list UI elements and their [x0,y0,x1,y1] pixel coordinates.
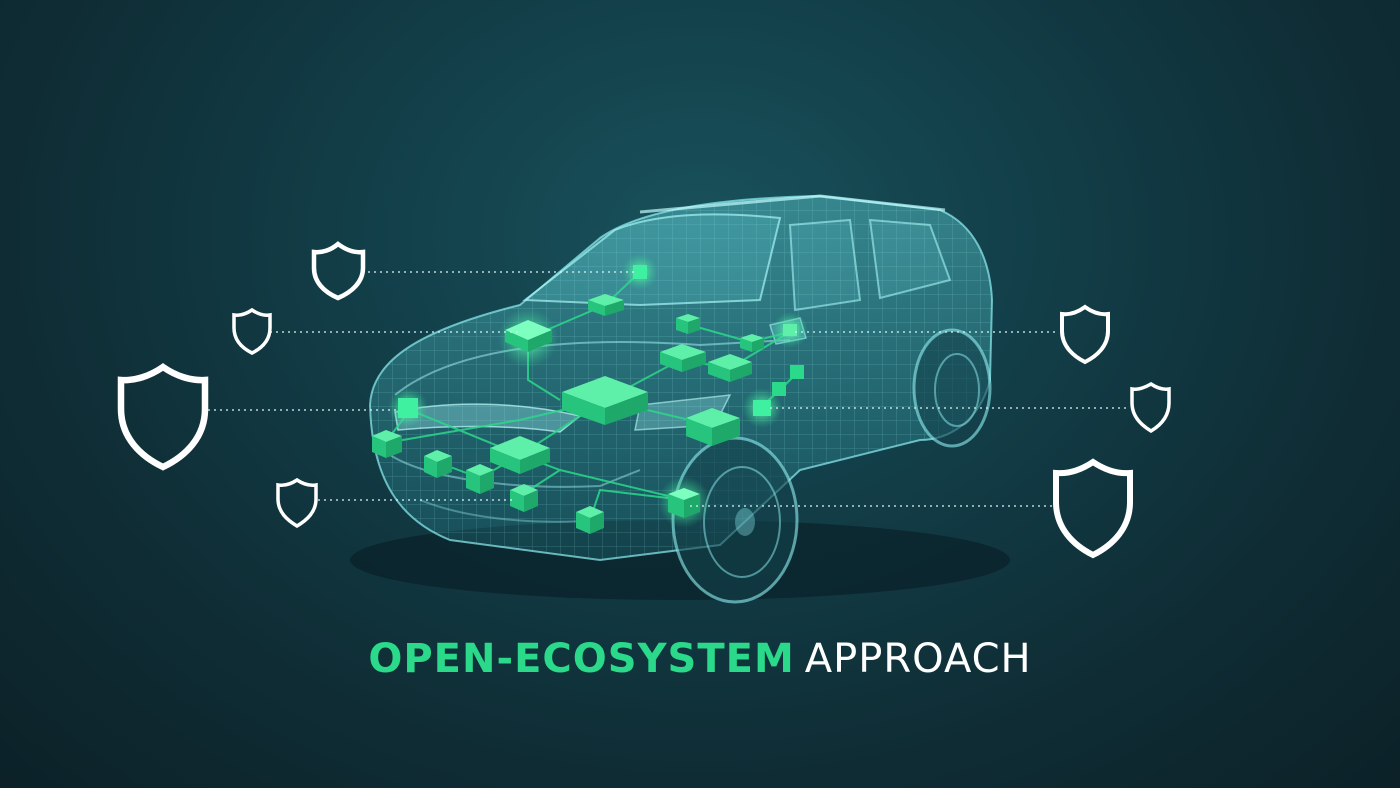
ecu-cube-icon [660,344,706,372]
ecu-cube-icon [588,294,624,316]
ecu-cube-icon [562,376,648,425]
ecu-cube-icon [740,334,764,352]
ecu-cube-icon [424,450,452,478]
ecu-cube-icon [510,484,538,512]
caption-bold-text: OPEN-ECOSYSTEM [368,636,795,682]
shield-icon [1130,381,1171,434]
ecu-cube-icon [772,312,808,348]
ecu-cube-icon [466,464,494,494]
ecu-cube-icon [686,408,740,446]
ecu-cube-icon [622,254,658,290]
shields [117,241,1171,559]
ecu-cube-icon [742,388,782,428]
ecu-cube-icon [790,365,804,379]
connector-lines [208,271,1130,507]
ecu-cube-icon [576,506,604,534]
shield-icon [311,241,366,301]
ecu-cube-icon [490,436,550,474]
shield-icon [117,363,209,471]
ecu-cube-icon [388,388,428,428]
ecu-cube-icon [772,382,786,396]
caption-light-text: APPROACH [804,636,1032,682]
ecu-cube-icon [372,430,402,458]
rear-wheel [912,328,992,448]
ecu-modules [372,254,808,534]
ecu-cube-icon [658,476,710,528]
ecu-cube-icon [498,308,558,368]
shield-icon [276,477,318,529]
front-wheel [671,436,799,604]
ecu-cube-icon [708,354,752,382]
shield-icon [1053,458,1133,559]
shield-icon [1060,304,1110,365]
shield-icon [232,307,272,355]
ecu-cube-icon [676,314,700,334]
